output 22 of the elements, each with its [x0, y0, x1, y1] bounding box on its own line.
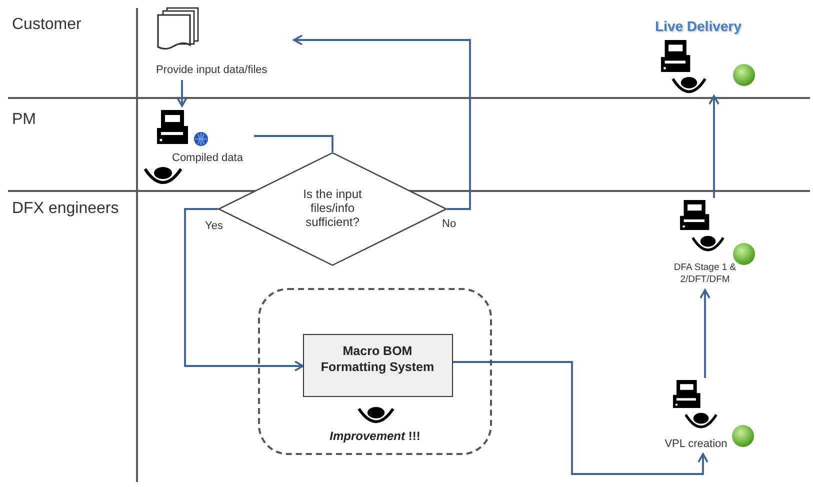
- flow-arrow: [453, 361, 708, 475]
- step-caption: Compiled data: [172, 152, 243, 165]
- decision-text: Is the input files/info sufficient?: [302, 187, 363, 229]
- edge-label: Yes: [204, 220, 224, 232]
- process-box: [303, 334, 453, 397]
- delivery-heading: Live Delivery: [655, 18, 742, 34]
- connector-line: [254, 135, 334, 152]
- flow-arrow: [176, 80, 188, 107]
- dashed-group-boundary: [258, 288, 492, 455]
- lane-label: PM: [12, 111, 36, 129]
- process-label: Macro BOM Formatting System: [320, 343, 436, 375]
- flow-arrow: [700, 289, 710, 378]
- step-caption: VPL creation: [664, 438, 728, 451]
- flow-arrow: [293, 34, 471, 210]
- edge-label: No: [441, 218, 458, 230]
- lane-label: Customer: [12, 16, 82, 34]
- flow-arrow: [708, 95, 720, 198]
- improvement-note: Improvement !!!: [328, 429, 422, 443]
- step-caption: DFA Stage 1 & 2/DFT/DFM: [672, 262, 738, 286]
- step-caption: Provide input data/files: [156, 64, 268, 77]
- flow-arrow: [184, 208, 304, 372]
- lane-label: DFX engineers: [12, 200, 119, 218]
